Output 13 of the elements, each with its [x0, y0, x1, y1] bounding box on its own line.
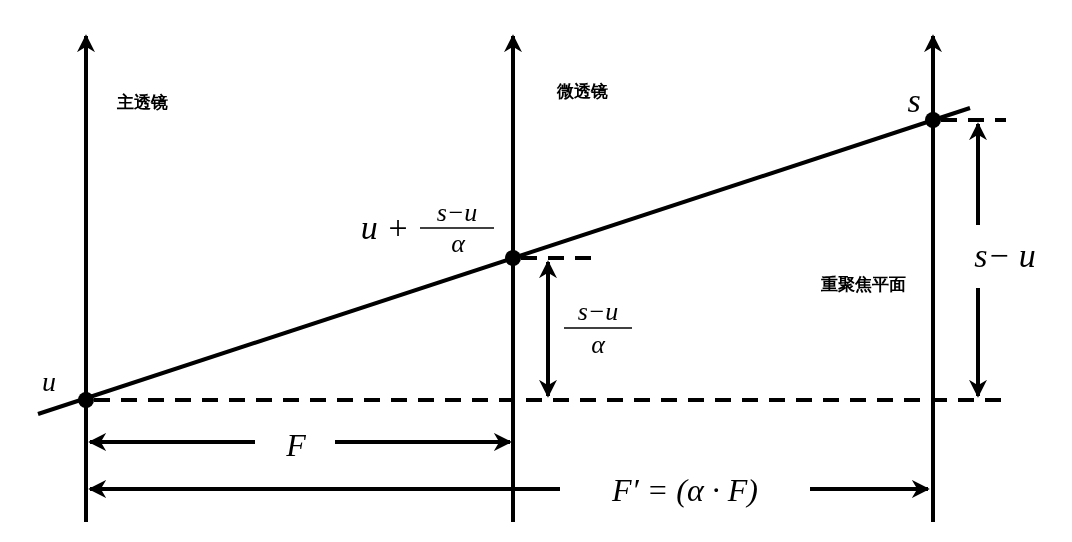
- lens-label: 主透镜: [116, 93, 168, 111]
- math-label: u +: [360, 211, 410, 245]
- math-label: F: [286, 429, 306, 461]
- math-label: F′ = (α · F): [612, 474, 758, 506]
- math-label: s− u: [974, 239, 1036, 273]
- math-label: s−u: [436, 200, 478, 226]
- math-label: s: [907, 84, 921, 118]
- math-label: α: [591, 332, 605, 358]
- math-label: u: [42, 368, 56, 396]
- plane-label: 重聚焦平面: [820, 275, 906, 293]
- math-label: α: [451, 231, 465, 257]
- lens-label: 微透镜: [556, 82, 608, 100]
- math-label: s−u: [577, 299, 619, 325]
